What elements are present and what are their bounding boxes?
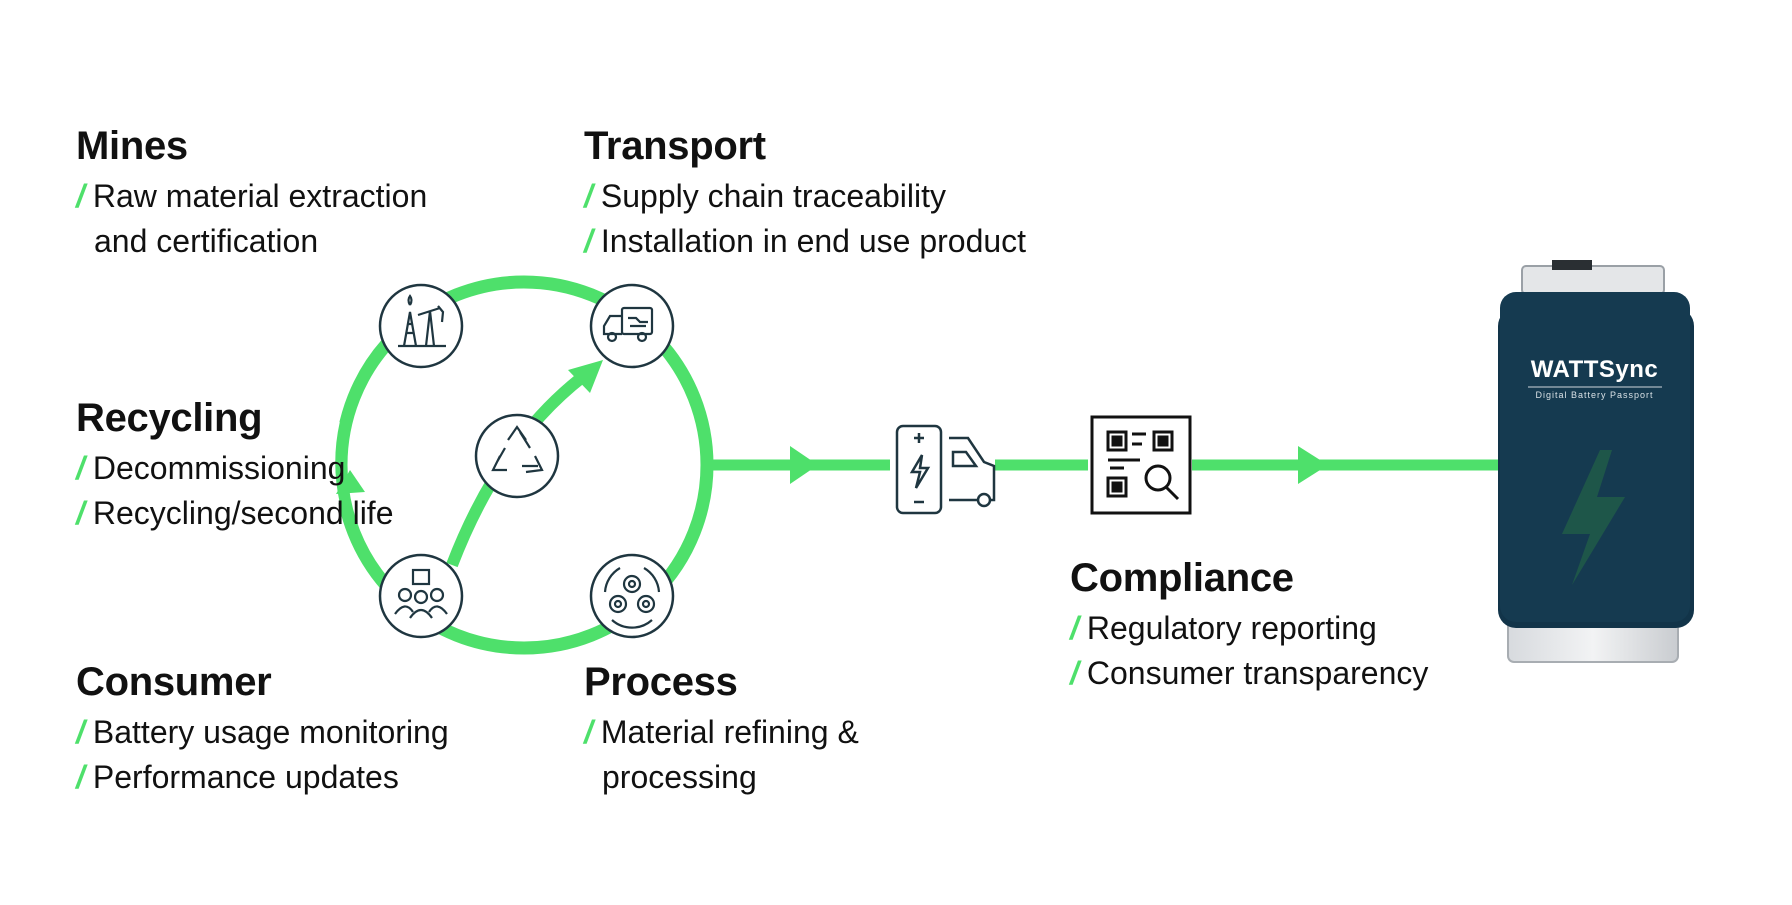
stage-item: /Regulatory reporting bbox=[1070, 610, 1377, 646]
lightning-bolt-icon bbox=[1562, 450, 1625, 585]
stage-item: and certification bbox=[94, 223, 319, 259]
delivery-truck-icon bbox=[589, 283, 675, 369]
stage-item: /Supply chain traceability bbox=[584, 178, 946, 214]
stage-item: /Consumer transparency bbox=[1070, 655, 1429, 691]
qr-scan-icon bbox=[1090, 415, 1192, 515]
stage-item: /Material refining & bbox=[584, 714, 859, 750]
stage-item: /Performance updates bbox=[76, 759, 399, 795]
ring-gap bbox=[315, 417, 340, 508]
stage-title-recycling: Recycling bbox=[76, 396, 263, 440]
stage-item: /Battery usage monitoring bbox=[76, 714, 449, 750]
stage-item: /Installation in end use product bbox=[584, 223, 1027, 259]
consumer-group-icon bbox=[378, 553, 464, 639]
stage-title-consumer: Consumer bbox=[76, 660, 272, 704]
lifecycle-ring bbox=[334, 275, 714, 655]
stage-process: Process /Material refining & processing bbox=[584, 660, 859, 800]
battery-car-icon bbox=[895, 424, 996, 515]
flow-arrow-2 bbox=[1298, 446, 1328, 484]
stage-mines: Mines /Raw material extraction and certi… bbox=[76, 124, 427, 264]
stage-title-mines: Mines bbox=[76, 124, 188, 168]
gears-icon bbox=[589, 553, 675, 639]
stage-item: /Raw material extraction bbox=[76, 178, 428, 214]
stage-title-process: Process bbox=[584, 660, 738, 704]
battery-passport-image bbox=[1498, 260, 1694, 663]
stage-compliance: Compliance /Regulatory reporting /Consum… bbox=[1070, 556, 1428, 696]
oil-pump-icon bbox=[378, 283, 464, 369]
flow-arrow-1 bbox=[790, 446, 818, 484]
passport-brand: WATTSync bbox=[1530, 356, 1659, 383]
stage-title-transport: Transport bbox=[584, 124, 766, 168]
stage-item: /Recycling/second life bbox=[76, 495, 394, 531]
stage-item: processing bbox=[602, 759, 757, 795]
stage-item: /Decommissioning bbox=[76, 450, 346, 486]
stage-transport: Transport /Supply chain traceability /In… bbox=[584, 124, 1026, 264]
inner-arrow-head bbox=[568, 360, 603, 393]
stage-recycling: Recycling /Decommissioning /Recycling/se… bbox=[76, 396, 393, 536]
recycle-icon bbox=[474, 413, 560, 499]
passport-subtitle: Digital Battery Passport bbox=[1535, 390, 1654, 400]
ring-arrow-up bbox=[336, 470, 365, 494]
stage-title-compliance: Compliance bbox=[1070, 556, 1294, 600]
stage-consumer: Consumer /Battery usage monitoring /Perf… bbox=[76, 660, 449, 800]
